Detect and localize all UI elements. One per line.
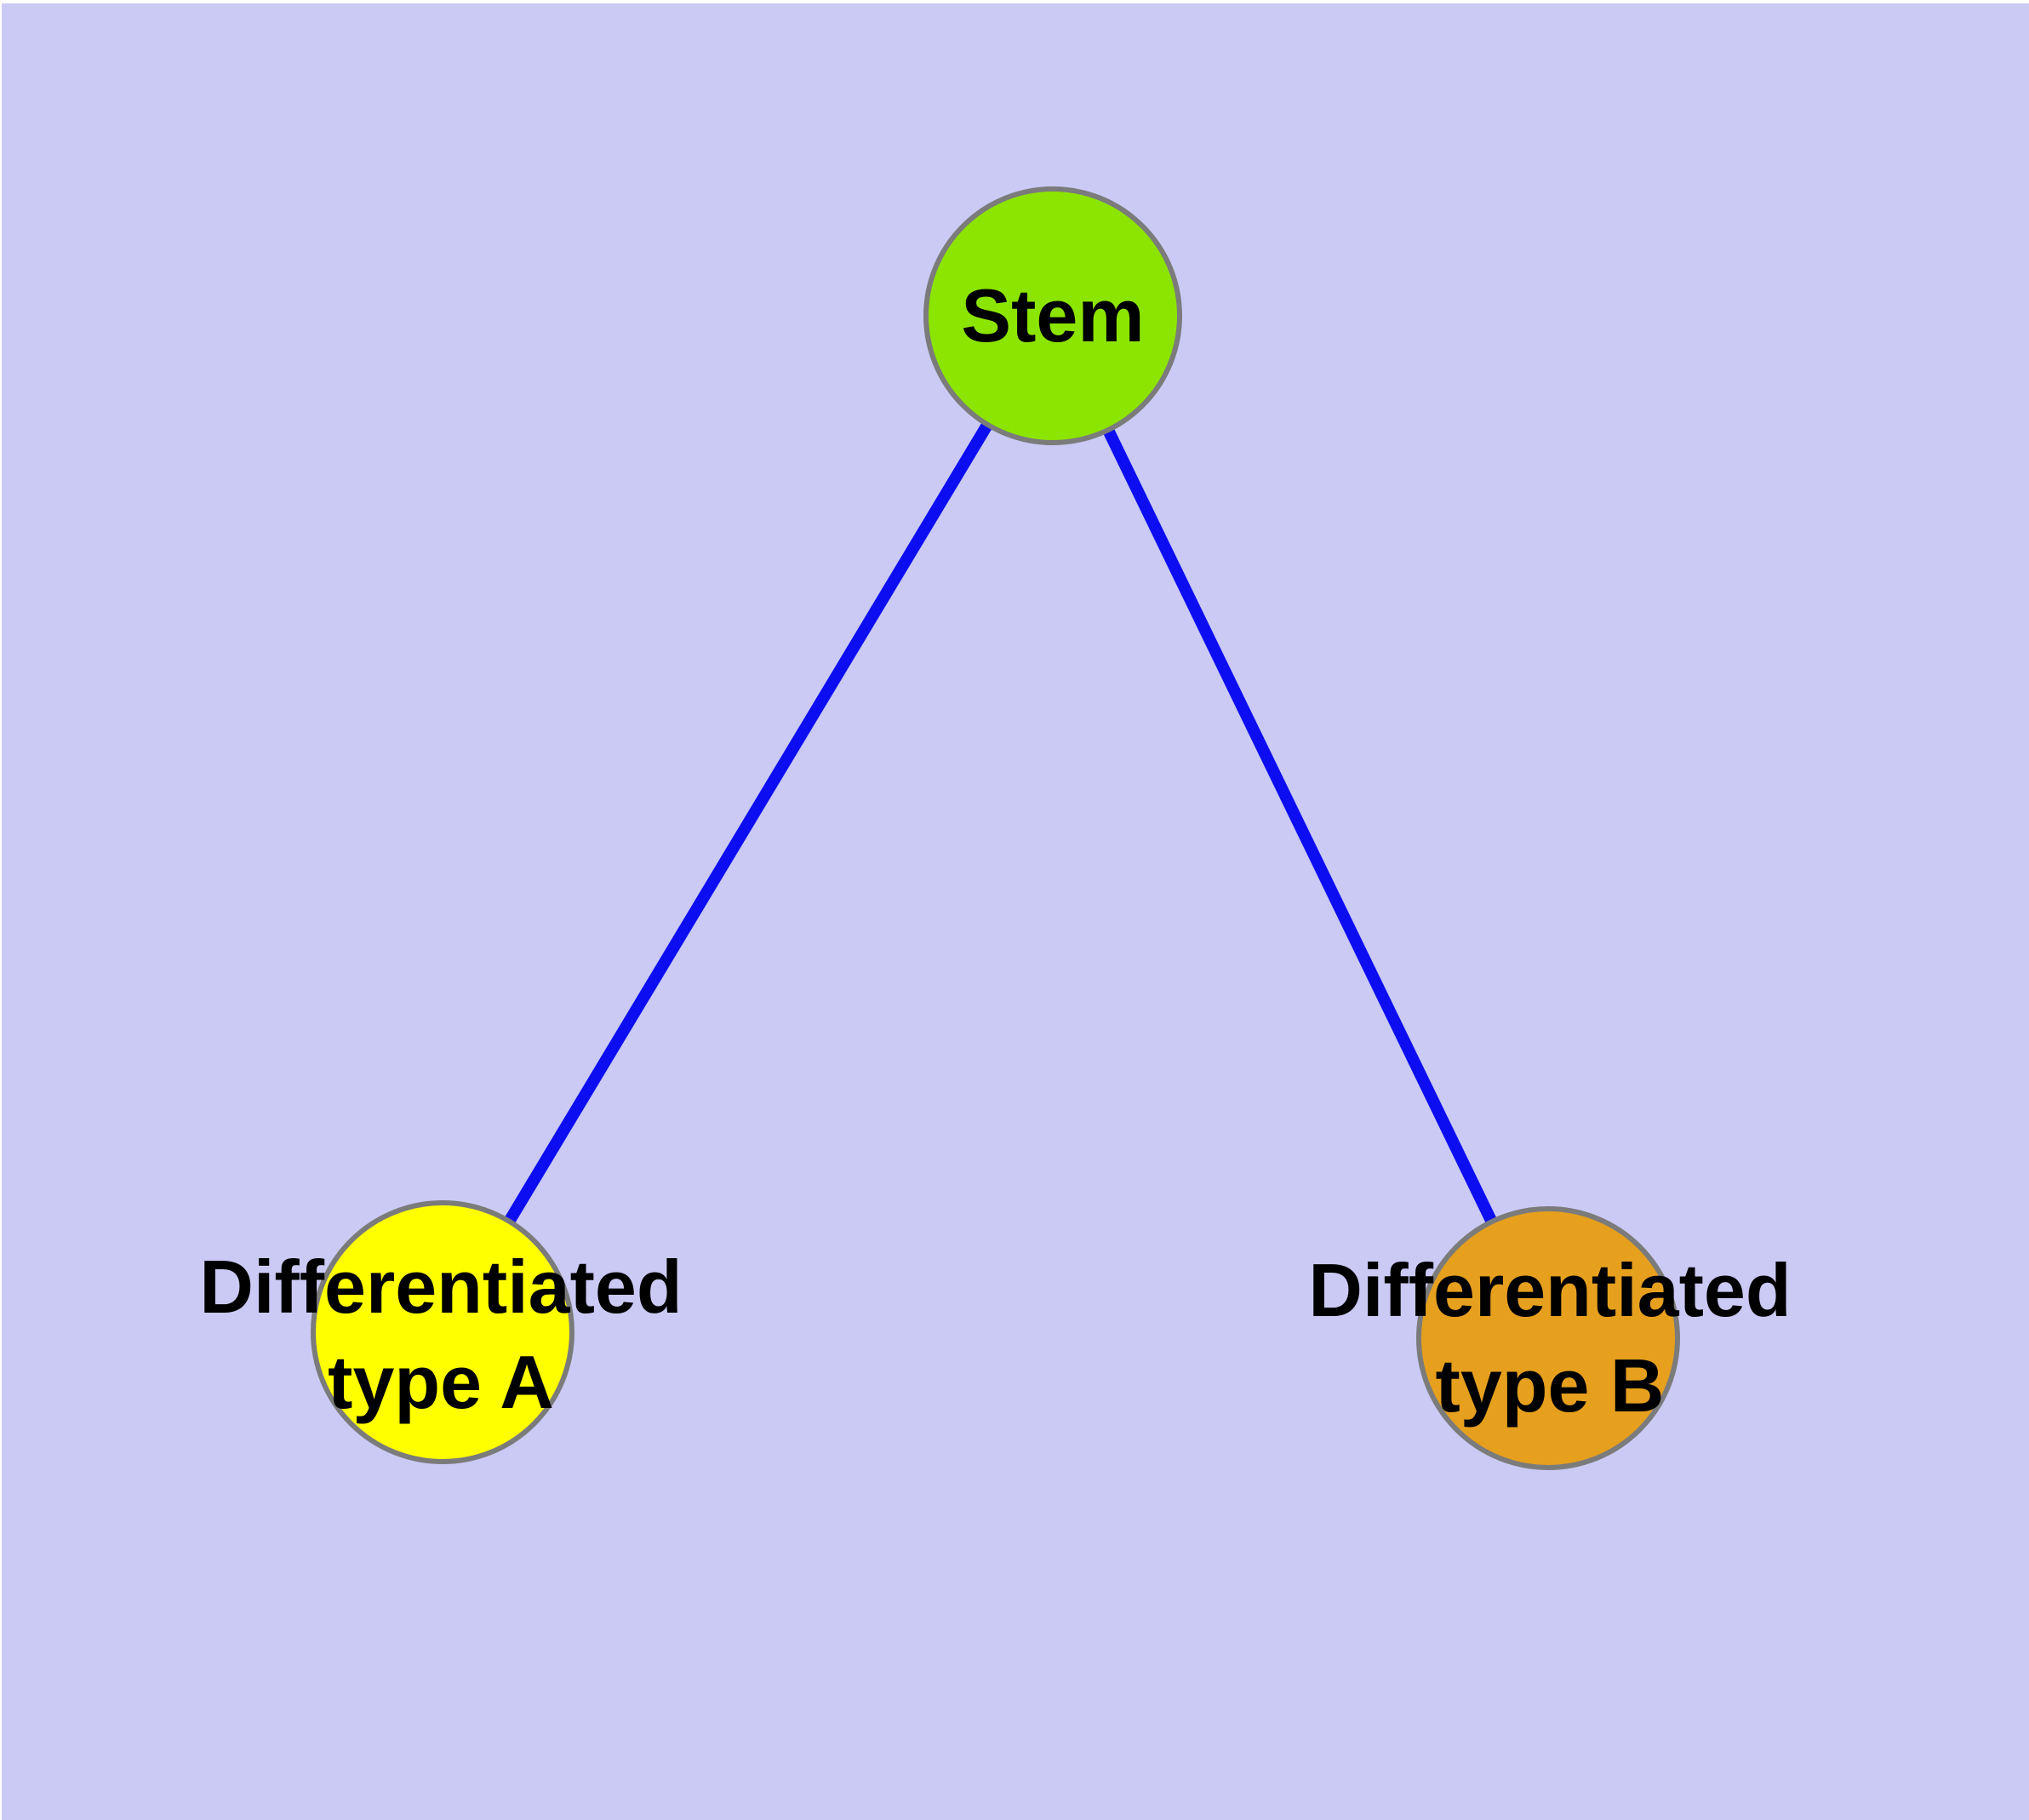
edge-stem-to-type-a — [437, 312, 1059, 1336]
edge-stem-to-type-b — [1047, 312, 1554, 1342]
node-differentiated-type-a-circle[interactable] — [311, 1200, 574, 1464]
node-differentiated-type-b-circle[interactable] — [1416, 1206, 1680, 1470]
node-stem-circle[interactable] — [923, 186, 1182, 445]
